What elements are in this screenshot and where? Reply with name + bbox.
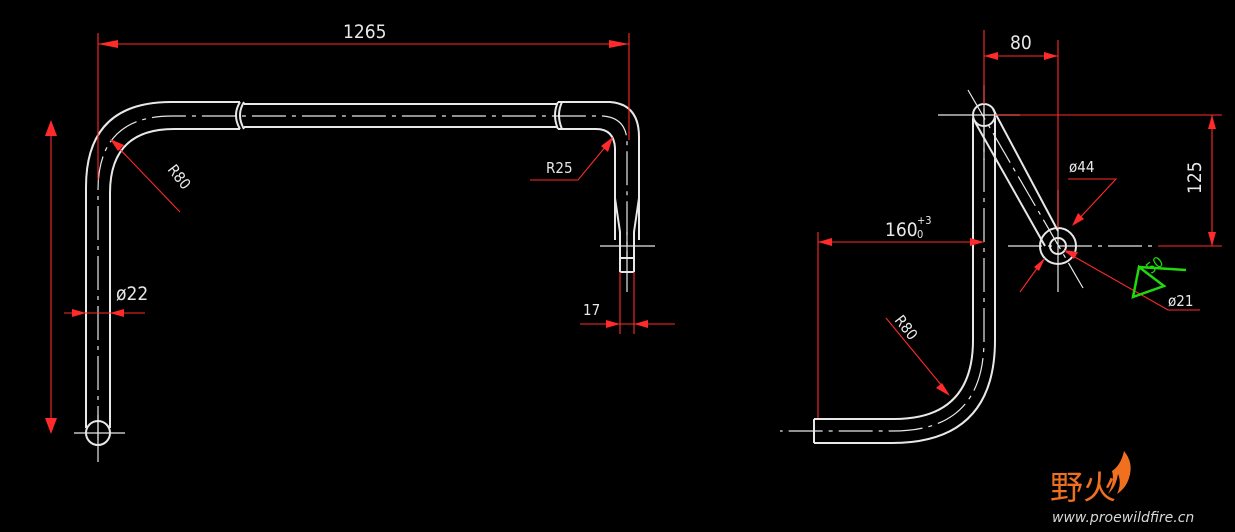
- dim-160-arrow-left: [818, 238, 832, 246]
- front-pipe-outer-edge: [85, 101, 640, 428]
- dim-r80-side-arrow: [936, 383, 950, 396]
- dim-r25-label: R25: [546, 159, 573, 177]
- dim-17-label: 17: [583, 301, 600, 319]
- side-pipe-inner-edge: [814, 118, 974, 420]
- dim-r80-front-arrow: [110, 139, 124, 151]
- dim-d21-arrow: [1064, 250, 1078, 259]
- side-view: 80 125 160 +3 0 R80 ø44 ø21 50: [780, 30, 1222, 444]
- dim-d44-arrow-outer: [1034, 258, 1045, 271]
- dim-r25-arrow: [601, 137, 613, 152]
- dim-d44-arrow-inner: [1072, 213, 1084, 226]
- dim-r25-leader: [530, 139, 612, 181]
- dim-125-arrow-top: [1208, 115, 1216, 129]
- watermark-url: www.proewildfire.cn: [1052, 510, 1194, 526]
- front-centerline: [97, 115, 628, 440]
- dim-d44-leader: [1068, 178, 1118, 223]
- front-view: 1265 R80 R25 ø22 17: [45, 21, 675, 462]
- dim-d44-label: ø44: [1069, 158, 1094, 176]
- weld-symbol: [1131, 264, 1187, 299]
- dim-160-tol-upper: +3: [917, 214, 932, 227]
- dim-1265-arrow-right: [609, 40, 629, 48]
- left-vertical-arrow-bottom: [45, 418, 57, 434]
- watermark: 野火 www.proewildfire.cn: [1050, 451, 1194, 526]
- dim-17-arrow-right: [634, 320, 648, 328]
- dim-r80-front-leader: [112, 141, 181, 213]
- dim-80-label: 80: [1010, 32, 1032, 54]
- watermark-logo-text: 野火: [1050, 468, 1116, 507]
- side-arm-upper-edge: [992, 108, 1059, 232]
- dim-d22-arrow-left: [72, 309, 86, 317]
- front-break-left: [235, 101, 245, 130]
- dim-160-tol-lower: 0: [917, 228, 923, 241]
- dim-d21-label: ø21: [1168, 292, 1193, 310]
- dim-125-label: 125: [1184, 161, 1206, 194]
- dim-80-arrow-right: [1044, 52, 1058, 60]
- dim-r80-front-label: R80: [164, 161, 195, 193]
- dim-125-arrow-bottom: [1208, 232, 1216, 246]
- side-arm-lower-edge: [974, 121, 1046, 247]
- left-vertical-arrow-top: [45, 120, 57, 136]
- dim-160-arrow-right: [970, 238, 984, 246]
- dim-1265-label: 1265: [343, 21, 387, 43]
- front-flattened-end: [614, 197, 640, 273]
- dim-d22-label: ø22: [116, 283, 148, 305]
- side-pipe-outer-edge: [814, 118, 996, 444]
- flame-icon: [1108, 451, 1131, 494]
- dim-r80-side-leader: [885, 317, 948, 393]
- dim-r80-side-label: R80: [891, 312, 922, 344]
- dim-17-arrow-left: [606, 320, 620, 328]
- side-centerline: [780, 108, 985, 432]
- dim-80-arrow-left: [984, 52, 998, 60]
- front-pipe-inner-edge: [109, 128, 616, 428]
- side-arm-centerline: [967, 89, 1084, 289]
- dim-1265-arrow-left: [98, 40, 118, 48]
- dim-d21-leader: [1065, 251, 1200, 311]
- dim-160-label: 160: [885, 219, 918, 241]
- dim-d22-arrow-right: [110, 309, 124, 317]
